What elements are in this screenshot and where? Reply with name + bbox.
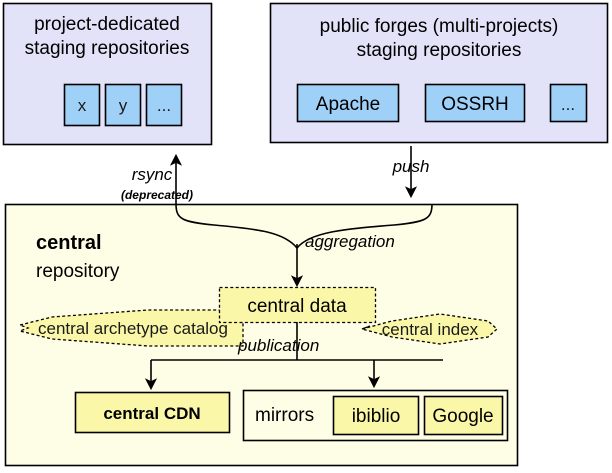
public-forges-item-more-label: ...	[561, 95, 575, 114]
mirror-item-ibiblio-label: ibiblio	[352, 406, 401, 427]
project-staging-item-x-box[interactable]	[63, 83, 101, 127]
public-forges-item-ossrh-box[interactable]	[424, 83, 526, 123]
aggregation-label: aggregation	[305, 232, 395, 251]
staging-group-project-dedicated: project-dedicated staging repositories x…	[2, 2, 213, 146]
mirror-item-google[interactable]: Google	[423, 395, 504, 436]
mirrors-group: mirrors ibiblio Google	[242, 389, 509, 442]
public-forges-item-ossrh-label: OSSRH	[441, 94, 509, 115]
mirrors-label: mirrors	[255, 405, 314, 426]
project-staging-item-more-label: ...	[157, 96, 171, 115]
central-archetype-catalog-shape[interactable]	[17, 309, 244, 347]
edge-rsync: rsync (deprecated)	[121, 153, 193, 205]
project-staging-item-x[interactable]: x	[63, 83, 101, 127]
central-index-shape[interactable]	[359, 313, 498, 345]
public-forges-item-apache[interactable]: Apache	[296, 83, 400, 123]
project-staging-title-line1: project-dedicated	[34, 14, 180, 35]
public-forges-item-apache-label: Apache	[316, 94, 380, 115]
project-staging-item-y-box[interactable]	[104, 83, 142, 127]
rsync-deprecated-note: (deprecated)	[121, 188, 193, 202]
central-index-node[interactable]: central index	[359, 313, 498, 345]
edge-push: push	[392, 146, 430, 199]
public-forges-item-more[interactable]: ...	[549, 83, 588, 123]
project-staging-item-x-label: x	[78, 96, 87, 115]
central-data-label: central data	[247, 296, 347, 317]
central-index-label: central index	[382, 320, 479, 339]
mirror-item-google-label: Google	[432, 406, 493, 427]
public-forges-item-ossrh[interactable]: OSSRH	[424, 83, 526, 123]
publication-label: publication	[237, 336, 319, 355]
central-data-node[interactable]: central data	[218, 286, 377, 324]
central-cdn-box[interactable]	[74, 391, 231, 434]
central-cdn-label: central CDN	[103, 404, 200, 423]
project-staging-item-y-label: y	[119, 96, 128, 115]
central-cdn-node[interactable]: central CDN	[74, 391, 231, 434]
project-staging-title-line2: staging repositories	[25, 38, 190, 59]
push-label: push	[392, 157, 430, 176]
public-forges-item-apache-box[interactable]	[296, 83, 400, 123]
public-forges-title-line1: public forges (multi-projects)	[320, 16, 559, 37]
edge-publication: publication	[144, 322, 443, 391]
aggregation-branch-right	[296, 203, 433, 249]
project-staging-item-more-box[interactable]	[145, 83, 183, 127]
public-forges-title-line2: staging repositories	[357, 40, 522, 61]
project-staging-item-more[interactable]: ...	[145, 83, 183, 127]
staging-group-public-forges: public forges (multi-projects) staging r…	[269, 2, 609, 144]
mirror-item-google-box[interactable]	[423, 395, 504, 436]
central-archetype-catalog-label: central archetype catalog	[38, 319, 228, 338]
central-data-box[interactable]	[218, 286, 377, 324]
central-repository-title-line1: central	[36, 232, 102, 254]
project-staging-item-y[interactable]: y	[104, 83, 142, 127]
central-archetype-catalog-node[interactable]: central archetype catalog	[17, 309, 244, 347]
aggregation-branch-left	[175, 203, 298, 249]
rsync-label: rsync	[132, 165, 173, 184]
mirror-item-ibiblio-box[interactable]	[332, 395, 420, 436]
central-repository-title-line2: repository	[36, 261, 120, 282]
mirror-item-ibiblio[interactable]: ibiblio	[332, 395, 420, 436]
public-forges-item-more-box[interactable]	[549, 83, 588, 123]
edge-aggregation: aggregation	[175, 203, 433, 288]
